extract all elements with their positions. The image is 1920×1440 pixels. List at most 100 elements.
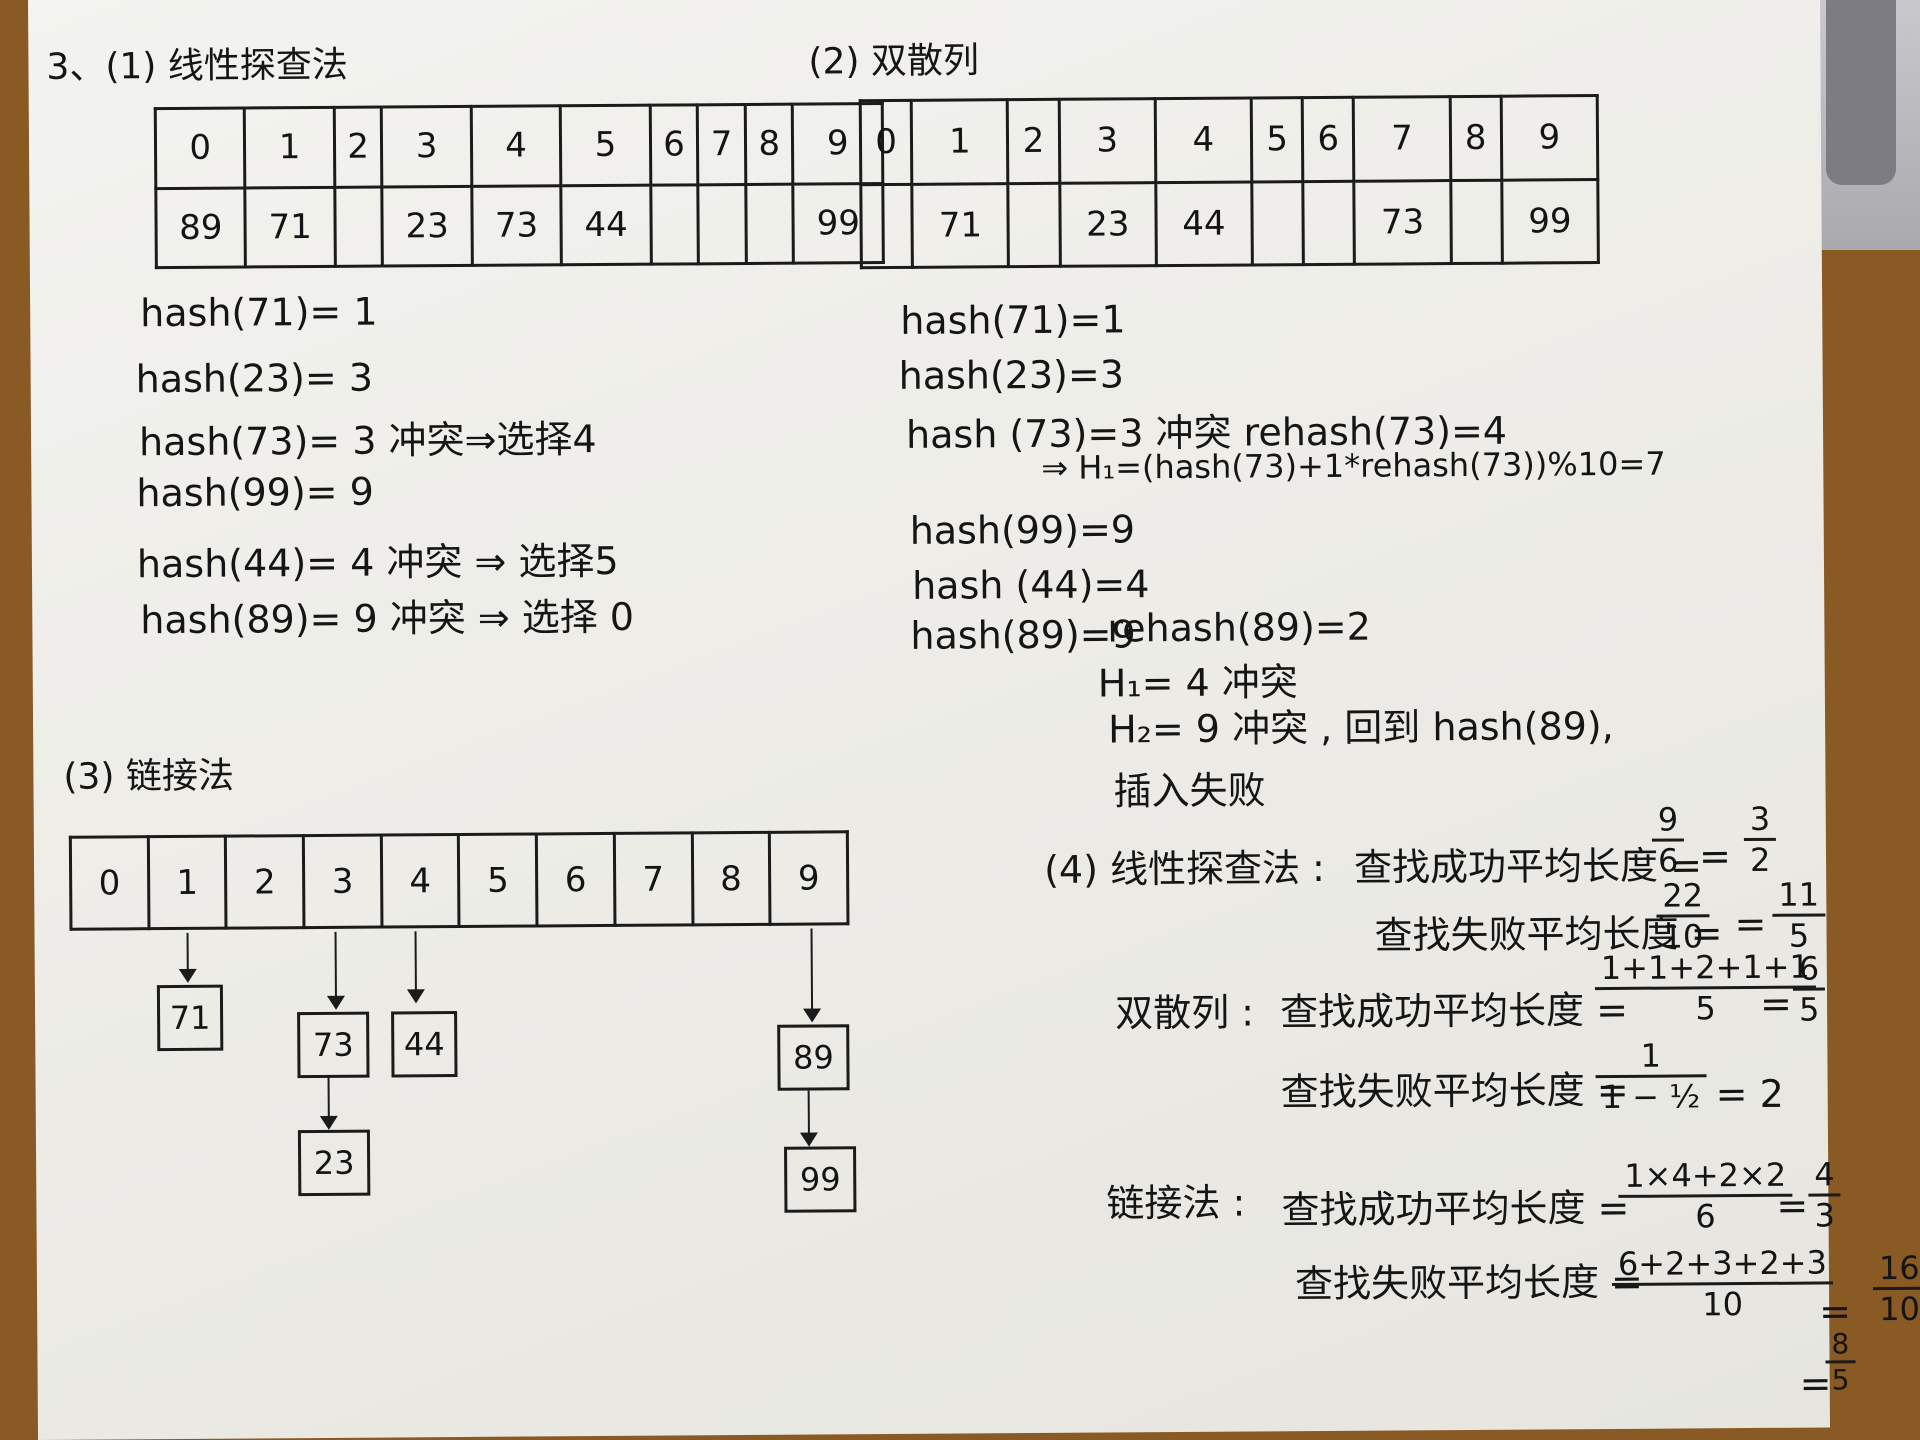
- q2-v3: 23: [1059, 182, 1157, 267]
- node-23: 23: [297, 1129, 371, 1197]
- node-73: 73: [297, 1011, 370, 1079]
- q2-value-row: 71 23 44 73 99: [860, 179, 1599, 268]
- q2-line-8: rehash(89)=2: [1107, 604, 1372, 651]
- q2-h6: 6: [1302, 97, 1355, 182]
- q1-v4: 73: [471, 185, 562, 266]
- arrow-slot1: [186, 932, 189, 981]
- q3-h6: 6: [536, 833, 615, 926]
- frac-den: 5: [1831, 1363, 1850, 1397]
- q3-h9: 9: [769, 831, 848, 925]
- q4-ch-success-res: 4 3: [1808, 1155, 1841, 1235]
- q4-dh-fail: 查找失败平均长度 =: [1280, 1067, 1629, 1115]
- q2-line-7: hash(89)=9: [910, 612, 1136, 658]
- q2-title: (2) 双散列: [808, 40, 980, 83]
- q4-dh-fail-frac: 1 1 − ½: [1595, 1036, 1707, 1117]
- frac-den: 5: [1798, 990, 1820, 1029]
- q3-table: 0 1 2 3 4 5 6 7 8 9: [69, 830, 850, 930]
- q1-h4: 4: [471, 105, 562, 186]
- q2-h2: 2: [1007, 99, 1060, 184]
- q2-v8: [1450, 179, 1503, 264]
- eq-sign: =: [1698, 834, 1732, 879]
- q3-h1: 1: [148, 836, 227, 929]
- q1-v3: 23: [382, 185, 473, 267]
- arrow-slot4: [414, 931, 417, 1002]
- q1-value-row: 89 71 23 73 44 99: [155, 183, 884, 268]
- q1-line-6: hash(89)= 9 冲突 ⇒ 选择 0: [140, 594, 635, 643]
- frac-den: 1 − ½: [1601, 1077, 1701, 1117]
- frac-den: 3: [1814, 1196, 1836, 1235]
- q1-line-4: hash(99)= 9: [136, 469, 374, 516]
- q4-ch-fail-final: 8 5: [1825, 1327, 1856, 1397]
- q1-table: 0 1 2 3 4 5 6 7 8 9 89 71 23 73 44 99: [154, 102, 885, 269]
- q2-v1: 71: [912, 183, 1009, 268]
- q1-v1: 71: [245, 186, 336, 267]
- q3-h2: 2: [225, 835, 305, 929]
- frac-num: 11: [1772, 875, 1826, 917]
- q1-h8: 8: [745, 104, 794, 184]
- frac-den: 10: [1879, 1289, 1920, 1329]
- node-71: 71: [156, 984, 224, 1052]
- arrow-slot3: [334, 931, 338, 1008]
- q2-h4: 4: [1154, 97, 1252, 183]
- q4-lp-fail-frac: 22 10: [1656, 876, 1710, 956]
- q2-v7: 73: [1354, 180, 1451, 265]
- q1-line-5: hash(44)= 4 冲突 ⇒ 选择5: [136, 538, 619, 587]
- q2-v6: [1302, 180, 1355, 265]
- q1-v5: 44: [561, 184, 651, 265]
- frac-num: 4: [1808, 1155, 1841, 1197]
- q2-h3: 3: [1058, 98, 1156, 183]
- q4-ch-fail-frac: 6+2+3+2+3 10: [1611, 1243, 1834, 1324]
- q3-h3: 3: [303, 835, 382, 928]
- q4-dh-success: 查找成功平均长度 =: [1279, 987, 1629, 1035]
- q3-title: (3) 链接法: [63, 755, 235, 798]
- q4-ch-success: 查找成功平均长度 =: [1281, 1185, 1630, 1233]
- q2-line-4: ⇒ H₁=(hash(73)+1*rehash(73))%10=7: [1041, 444, 1666, 487]
- q2-h8: 8: [1449, 96, 1502, 181]
- q3-header-row: 0 1 2 3 4 5 6 7 8 9: [70, 831, 848, 930]
- arrow-slot9: [810, 928, 814, 1021]
- eq-sign: =: [1759, 981, 1793, 1026]
- q1-v8: [745, 183, 794, 264]
- q2-line-5: hash(99)=9: [909, 507, 1136, 553]
- frac-num: 6: [1792, 949, 1826, 991]
- q2-v9: 99: [1501, 179, 1599, 264]
- q1-h5: 5: [560, 105, 651, 186]
- arrow-73-23: [327, 1075, 330, 1128]
- q1-v0: 89: [155, 187, 246, 268]
- q4-ch-fail-res: 16 10: [1872, 1248, 1920, 1329]
- frac-num: 1×4+2×2: [1618, 1155, 1793, 1198]
- q4-dh-label: 双散列 :: [1114, 990, 1255, 1036]
- node-44: 44: [391, 1011, 458, 1078]
- q3-h4: 4: [381, 834, 460, 928]
- q2-v2: [1008, 182, 1060, 267]
- q2-h0: 0: [860, 100, 913, 185]
- q2-h7: 7: [1353, 96, 1451, 181]
- laptop-key: [1826, 0, 1896, 185]
- q4-ch-success-frac: 1×4+2×2 6: [1618, 1155, 1793, 1236]
- frac-num: 16: [1872, 1248, 1920, 1291]
- q1-line-1: hash(71)= 1: [140, 289, 378, 336]
- frac-num: 1: [1595, 1036, 1707, 1079]
- frac-den: 6: [1657, 841, 1679, 880]
- q2-h1: 1: [911, 99, 1009, 184]
- q1-v2: [334, 186, 383, 267]
- q2-v0: [860, 183, 913, 268]
- q2-line-11: 插入失败: [1113, 768, 1266, 814]
- q2-header-row: 0 1 2 3 4 5 6 7 8 9: [860, 95, 1598, 185]
- q2-table: 0 1 2 3 4 5 6 7 8 9 71 23 44 73 99: [859, 94, 1600, 269]
- q1-header-row: 0 1 2 3 4 5 6 7 8 9: [155, 103, 883, 189]
- q3-h0: 0: [70, 836, 149, 930]
- frac-num: 6+2+3+2+3: [1611, 1243, 1834, 1286]
- q1-h3: 3: [381, 106, 472, 187]
- frac-num: 22: [1656, 876, 1710, 918]
- q1-line-3: hash(73)= 3 冲突⇒选择4: [138, 417, 597, 465]
- frac-num: 9: [1651, 800, 1685, 842]
- q4-lp-success-res: 3 2: [1743, 799, 1777, 879]
- eq-sign: =: [1776, 1183, 1809, 1228]
- frac-num: 3: [1743, 799, 1777, 842]
- q1-h7: 7: [697, 104, 746, 185]
- arrow-89-99: [807, 1090, 811, 1145]
- frac-num: 8: [1825, 1327, 1856, 1364]
- q1-title: 3、(1) 线性探查法: [46, 44, 348, 88]
- node-99: 99: [784, 1146, 857, 1213]
